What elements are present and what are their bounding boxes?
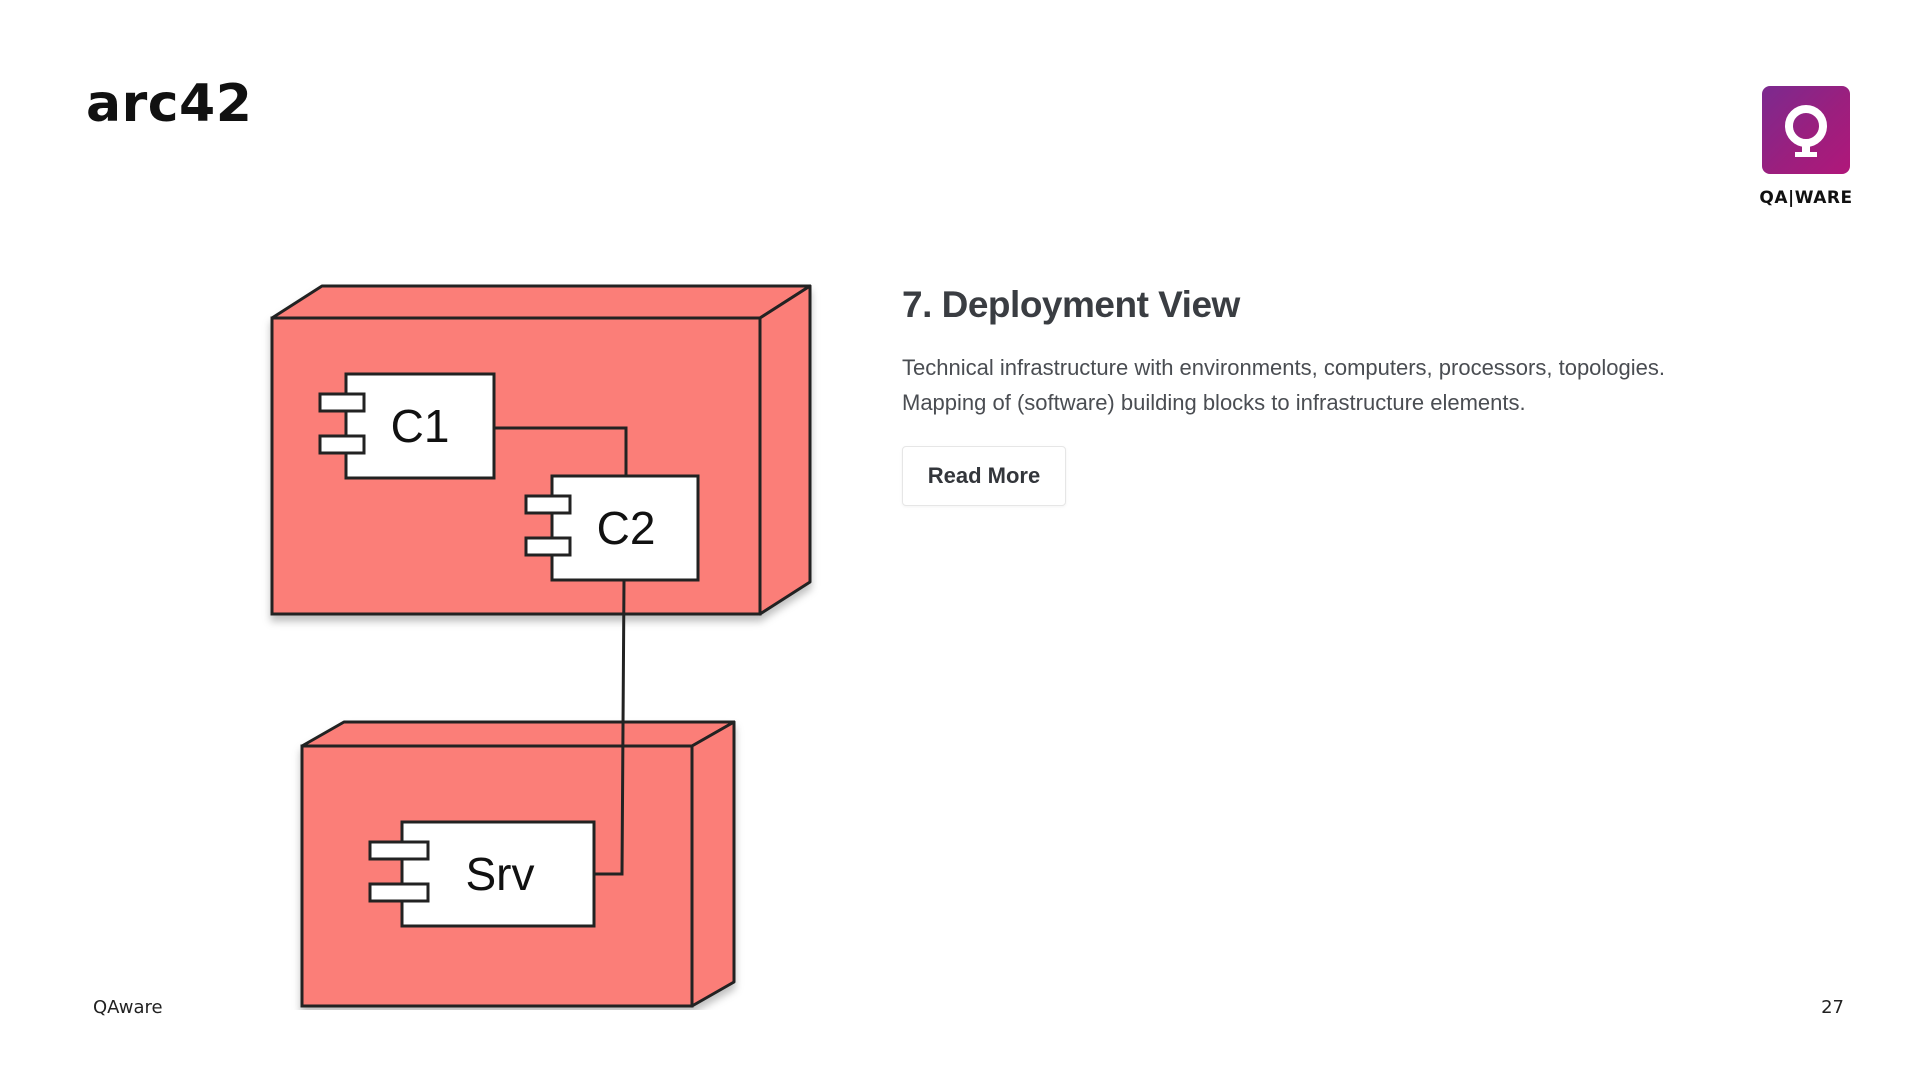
qaware-logo-icon [1762, 86, 1850, 174]
component-c1: C1 [318, 372, 496, 480]
page-number: 27 [1821, 997, 1844, 1018]
component-srv: Srv [368, 820, 596, 928]
deck-title: arc42 [86, 74, 253, 134]
section-heading: 7. Deployment View [902, 284, 1240, 325]
connector-c2-srv [594, 579, 626, 876]
description-line: Technical infrastructure with environmen… [902, 355, 1666, 380]
deployment-diagram: C1 C2 Srv [270, 284, 812, 1008]
read-more-button[interactable]: Read More [902, 446, 1066, 506]
section-description: Technical infrastructure with environmen… [902, 350, 1802, 420]
brand-name: QA|WARE [1759, 188, 1853, 208]
component-c2-label: C2 [597, 502, 656, 554]
component-srv-label: Srv [466, 848, 535, 900]
description-line: Mapping of (software) building blocks to… [902, 390, 1526, 415]
component-c1-label: C1 [391, 400, 450, 452]
footer-company: QAware [93, 997, 163, 1018]
component-c2: C2 [524, 474, 700, 582]
node-bottom [300, 720, 736, 1008]
connector-c1-c2 [494, 426, 628, 476]
